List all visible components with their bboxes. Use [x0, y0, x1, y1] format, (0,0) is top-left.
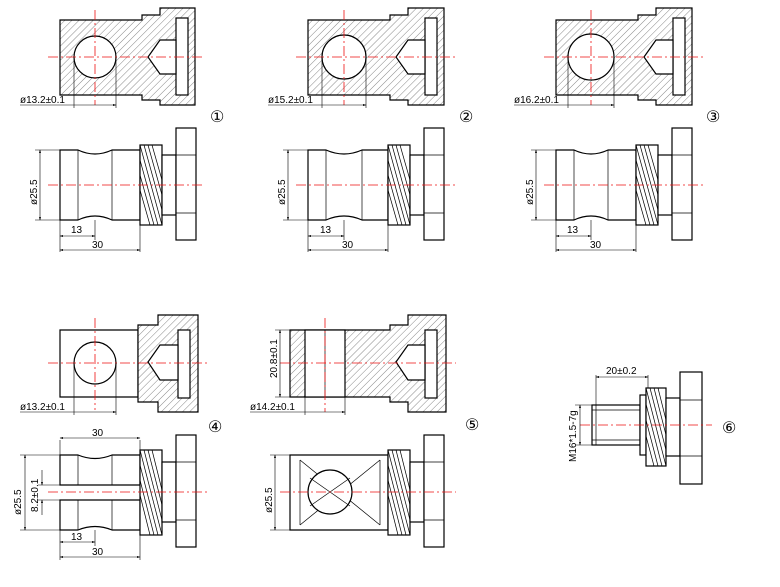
part-4-short-dim: 13: [71, 532, 83, 543]
part-1-bore-dim: ø13.2±0.1: [20, 95, 65, 106]
part-3-diameter-dim: ø25.5: [525, 179, 536, 205]
part-1-number: ①: [210, 109, 224, 126]
part-2-section-view: [268, 7, 455, 108]
part-1-short-dim: 13: [71, 225, 83, 236]
part-6-number: ⑥: [722, 420, 736, 437]
part-6-side-view: [575, 371, 712, 485]
part-1: ø13.2±0.1 ①: [20, 7, 224, 252]
part-4: ø13.2±0.1 ④: [13, 314, 222, 560]
part-5-diameter-dim: ø25.5: [264, 487, 275, 513]
part-2-length-dim: 30: [342, 240, 354, 251]
part-2: ø15.2±0.1 ②: [268, 7, 473, 252]
part-2-bore-dim: ø15.2±0.1: [268, 95, 313, 106]
part-3: ø16.2±0.1 ③: [514, 7, 720, 252]
part-1-length-dim: 30: [92, 240, 104, 251]
part-4-section-view: [20, 314, 208, 415]
part-6-length-dim: 20±0.2: [606, 366, 637, 377]
part-5: 20.8±0.1 ø14.2±0.1 ⑤: [250, 314, 479, 548]
part-4-number: ④: [208, 419, 222, 436]
part-4-side-view: [20, 434, 208, 560]
part-6-thread-dim: M16*1.5-7g: [568, 410, 579, 462]
part-2-number: ②: [459, 109, 473, 126]
part-2-short-dim: 13: [320, 225, 332, 236]
part-1-section-view: [20, 7, 205, 108]
part-4-length-dim: 30: [92, 547, 104, 558]
part-4-top-length-dim: 30: [92, 428, 104, 439]
part-4-bore-dim: ø13.2±0.1: [20, 402, 65, 413]
part-4-slot-dim: 8.2±0.1: [30, 478, 41, 512]
part-3-side-view: [531, 127, 703, 252]
part-5-width-dim: 20.8±0.1: [269, 339, 280, 378]
part-5-number: ⑤: [465, 417, 479, 434]
part-3-short-dim: 13: [567, 225, 579, 236]
part-1-side-view: [35, 127, 205, 252]
part-6: 20±0.2 M16*1.5-7g ⑥: [568, 366, 736, 485]
part-3-section-view: [514, 7, 703, 108]
part-1-diameter-dim: ø25.5: [29, 179, 40, 205]
part-5-bore-dim: ø14.2±0.1: [250, 402, 295, 413]
part-3-bore-dim: ø16.2±0.1: [514, 95, 559, 106]
part-2-side-view: [283, 127, 455, 252]
part-3-length-dim: 30: [590, 240, 602, 251]
part-5-section-view: [250, 314, 456, 415]
part-3-number: ③: [706, 109, 720, 126]
part-2-diameter-dim: ø25.5: [277, 179, 288, 205]
part-4-diameter-dim: ø25.5: [13, 489, 24, 515]
part-5-top-view: [270, 434, 456, 548]
